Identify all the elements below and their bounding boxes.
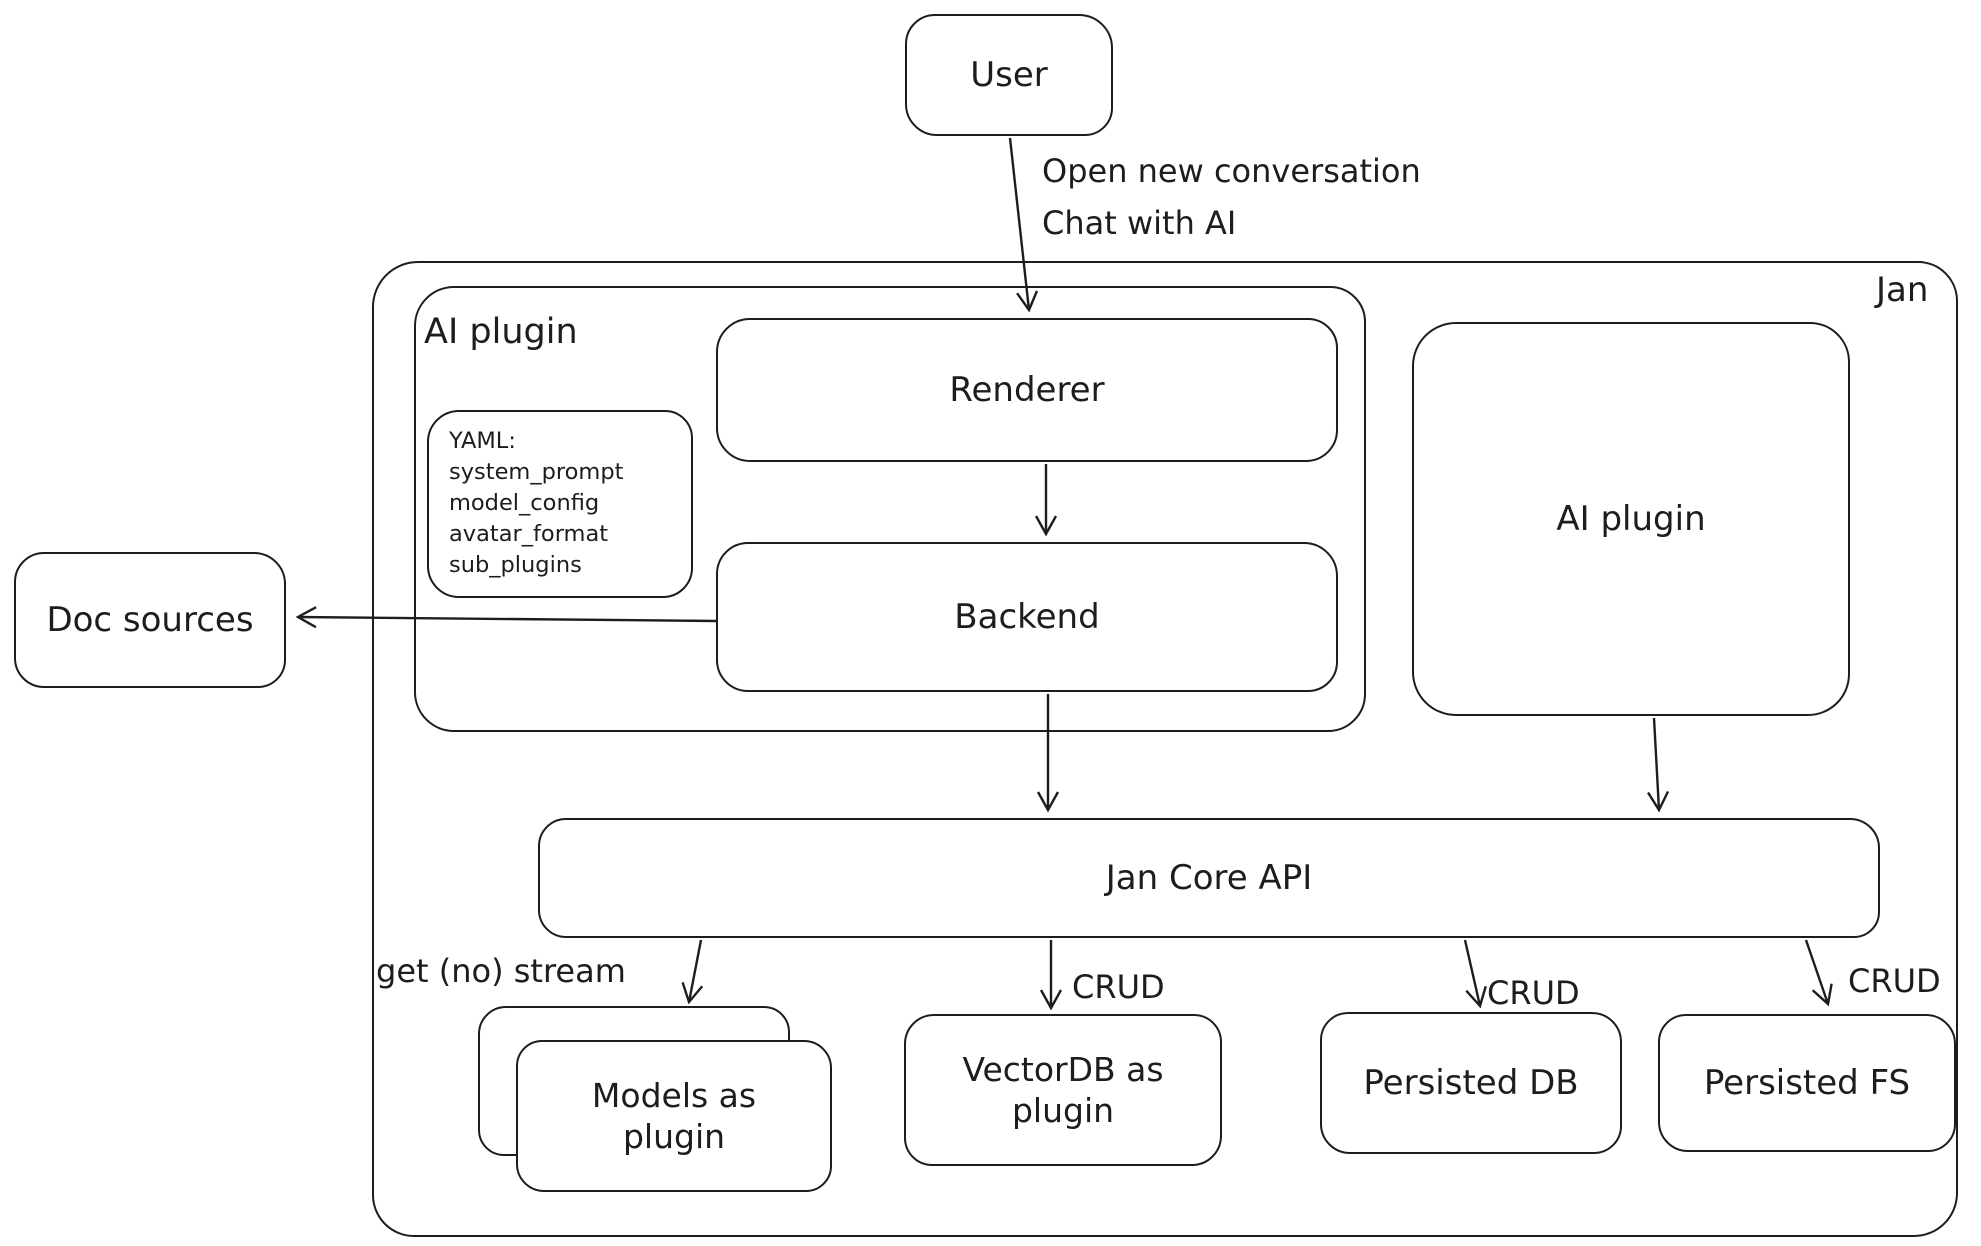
ai-plugin-right-node: AI plugin: [1412, 322, 1850, 716]
yaml-note-text: YAML: system_prompt model_config avatar_…: [449, 426, 623, 581]
yaml-line: system_prompt: [449, 459, 624, 486]
renderer-node-label: Renderer: [949, 369, 1105, 410]
user-node: User: [905, 14, 1113, 136]
yaml-line: YAML:: [449, 428, 516, 454]
crud-vectordb-label: CRUD: [1072, 968, 1165, 1006]
yaml-note: YAML: system_prompt model_config avatar_…: [427, 410, 693, 598]
vectordb-plugin-label: VectorDB as plugin: [962, 1049, 1164, 1130]
persisted-fs-label: Persisted FS: [1703, 1062, 1911, 1103]
backend-node-label: Backend: [954, 596, 1100, 637]
crud-persisted-fs-label: CRUD: [1848, 962, 1941, 1000]
yaml-line: sub_plugins: [449, 552, 582, 579]
persisted-fs-node: Persisted FS: [1658, 1014, 1956, 1152]
models-plugin-label: Models as plugin: [591, 1075, 757, 1156]
doc-sources-label: Doc sources: [46, 599, 254, 640]
vectordb-plugin-node: VectorDB as plugin: [904, 1014, 1222, 1166]
yaml-line: model_config: [449, 490, 600, 517]
persisted-db-label: Persisted DB: [1363, 1062, 1579, 1103]
persisted-db-node: Persisted DB: [1320, 1012, 1622, 1154]
backend-node: Backend: [716, 542, 1338, 692]
yaml-line: avatar_format: [449, 521, 609, 548]
user-flow-label-line1: Open new conversation: [1042, 152, 1421, 190]
crud-persisted-db-label: CRUD: [1487, 974, 1580, 1012]
user-flow-label-line2: Chat with AI: [1042, 204, 1237, 242]
renderer-node: Renderer: [716, 318, 1338, 462]
jan-core-api-label: Jan Core API: [1105, 857, 1313, 898]
jan-container-label: Jan: [1876, 270, 1929, 310]
ai-plugin-right-label: AI plugin: [1556, 498, 1706, 539]
doc-sources-node: Doc sources: [14, 552, 286, 688]
jan-core-api-node: Jan Core API: [538, 818, 1880, 938]
get-no-stream-label: get (no) stream: [376, 952, 626, 990]
ai-plugin-left-label: AI plugin: [424, 312, 578, 352]
user-node-label: User: [970, 54, 1048, 95]
models-plugin-node: Models as plugin: [516, 1040, 832, 1192]
